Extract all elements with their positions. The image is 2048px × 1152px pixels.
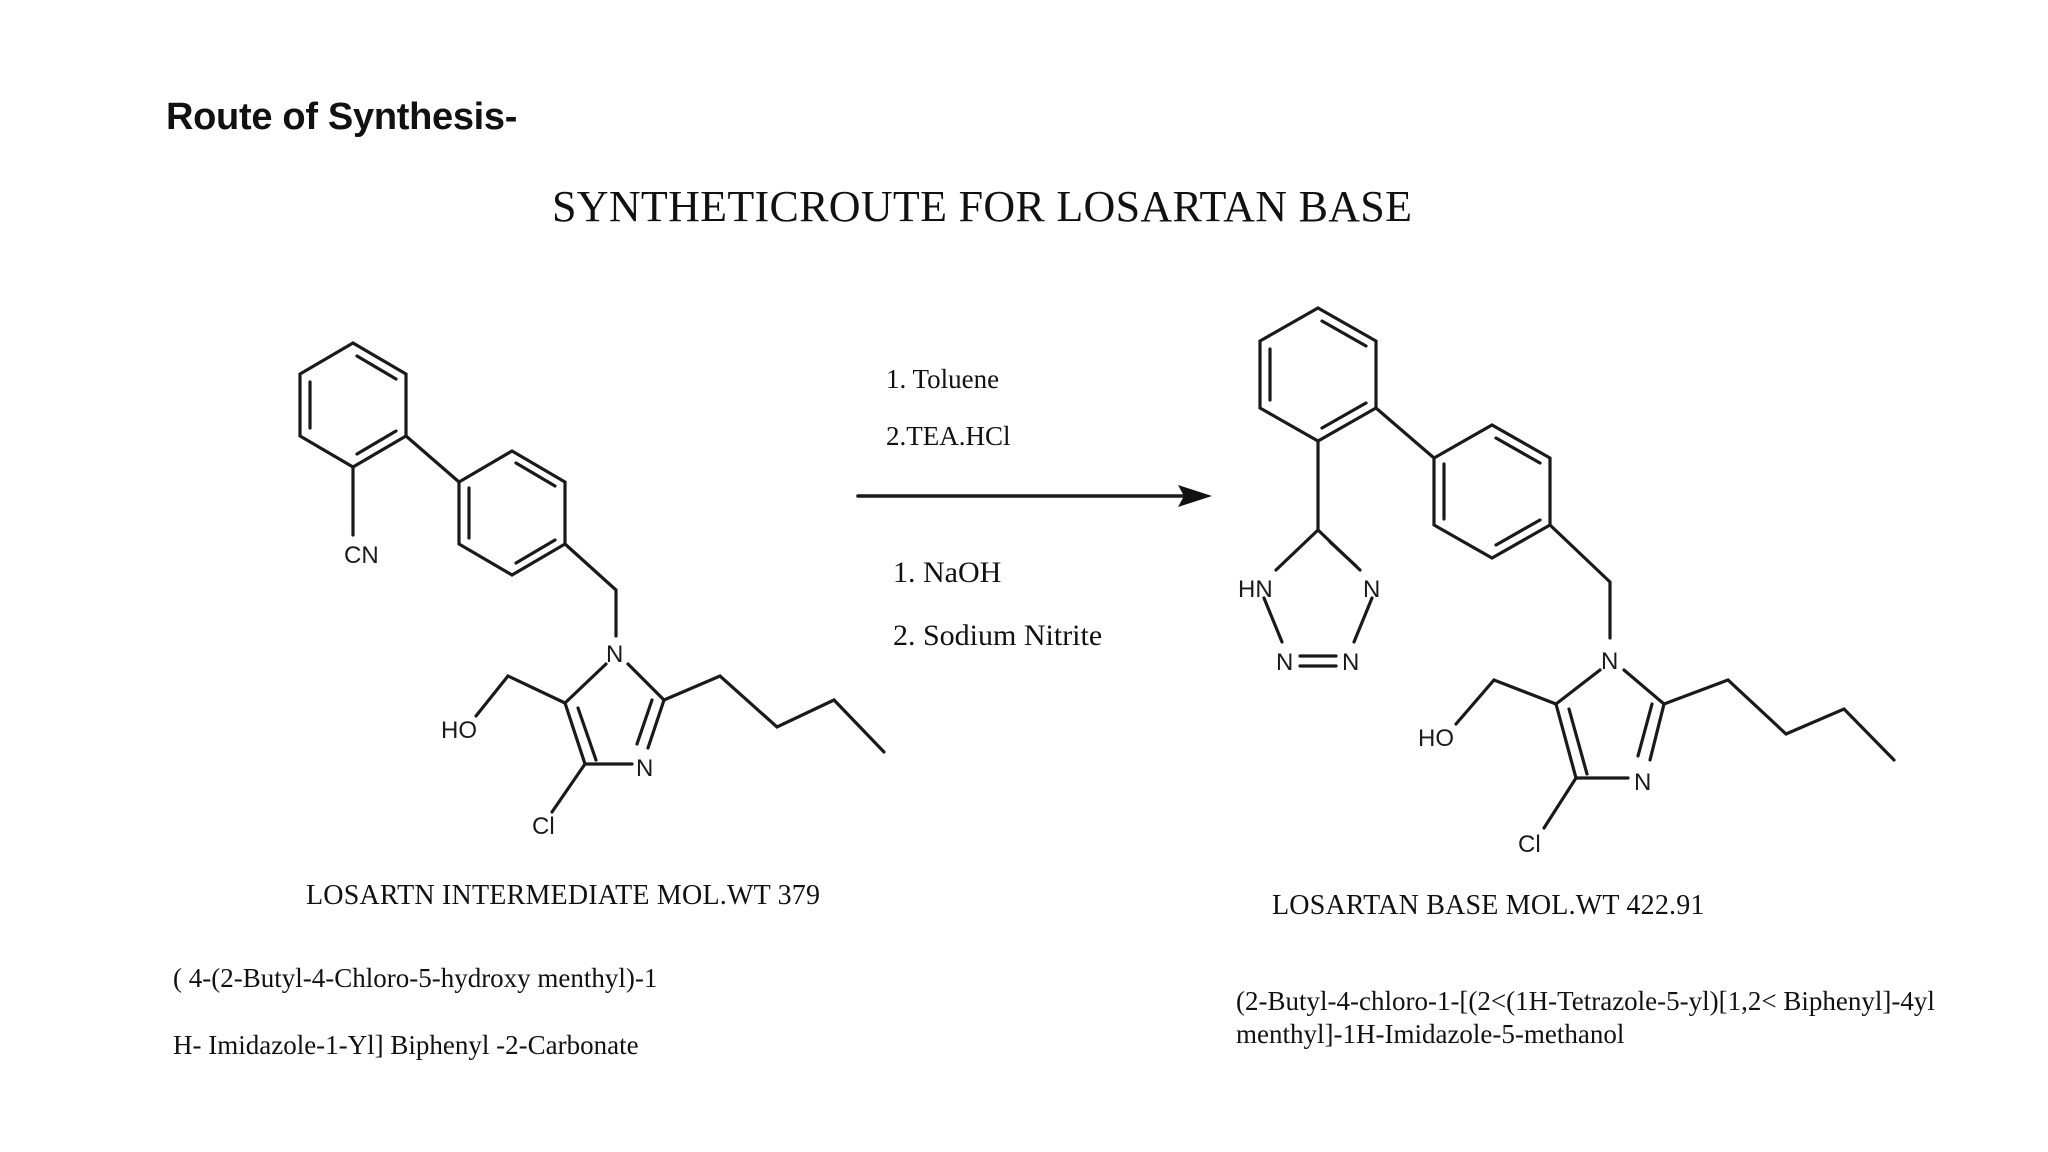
reactant-iupac-line-1: ( 4-(2-Butyl-4-Chloro-5-hydroxy menthyl)…: [173, 963, 658, 993]
product-chloro-bond: [1542, 776, 1578, 830]
reactant-label: LOSARTN INTERMEDIATE MOL.WT 379: [306, 880, 821, 911]
product-benzene-ring-c: [1258, 306, 1378, 443]
condition-naoh: 1. NaOH: [893, 556, 1002, 589]
product-chloro-label: Cl: [1518, 831, 1541, 858]
product-hydroxymethyl-bond: [1454, 678, 1558, 726]
product-iupac-line-1: (2-Butyl-4-chloro-1-[(2<(1H-Tetrazole-5-…: [1236, 986, 1935, 1016]
reactant-imine-nitrogen-label: N: [636, 755, 653, 782]
reactant-butyl-chain: [662, 674, 886, 754]
product-tetrazole-n3-label: N: [1342, 649, 1359, 676]
product-tetrazole-n1-label: N: [1363, 576, 1380, 603]
product-ring-nitrogen-label: N: [1601, 648, 1618, 675]
condition-toluene: 1. Toluene: [886, 364, 1000, 394]
reactant-methylene-bond: [563, 542, 618, 638]
reactant-benzene-ring-a: [298, 341, 408, 469]
reactant-nitrile-label: CN: [344, 542, 379, 569]
product-imidazole-ring: [1554, 668, 1666, 780]
product-iupac-line-2: menthyl]-1H-Imidazole-5-methanol: [1236, 1019, 1625, 1049]
reaction-arrow: [856, 485, 1212, 507]
reactant-ring-nitrogen-label: N: [606, 641, 623, 668]
reactant-chloro-bond: [550, 762, 587, 814]
product-structure: HN N N N N N HO Cl: [1238, 306, 1896, 858]
reactant-chloro-label: Cl: [532, 813, 555, 840]
product-imine-nitrogen-label: N: [1634, 769, 1651, 796]
condition-sodium-nitrite: 2. Sodium Nitrite: [893, 619, 1103, 652]
reactant-biaryl-bond: [404, 434, 461, 484]
product-methylene-bond: [1548, 523, 1612, 640]
condition-tea-hcl: 2.TEA.HCl: [886, 421, 1011, 451]
product-benzene-ring-d: [1432, 423, 1552, 560]
section-heading: Route of Synthesis-: [166, 96, 518, 138]
product-tetrazole-ring: [1262, 528, 1374, 668]
product-tetrazole-n2-label: N: [1276, 649, 1293, 676]
product-biaryl-bond: [1374, 406, 1436, 460]
reactant-hydroxymethyl-bond: [474, 674, 567, 718]
reactant-iupac-line-2: H- Imidazole-1-Yl] Biphenyl -2-Carbonate: [173, 1030, 639, 1060]
product-label: LOSARTAN BASE MOL.WT 422.91: [1272, 890, 1705, 921]
product-tetrazole-nh-label: HN: [1238, 576, 1273, 603]
scheme-title: SYNTHETICROUTE FOR LOSARTAN BASE: [552, 182, 1413, 231]
product-hydroxyl-label: HO: [1418, 725, 1454, 752]
product-butyl-chain: [1662, 678, 1896, 762]
reactant-hydroxyl-label: HO: [441, 717, 477, 744]
reactant-structure: CN N N HO Cl: [298, 341, 886, 840]
reactant-imidazole-ring: [563, 662, 666, 766]
reactant-benzene-ring-b: [457, 449, 567, 577]
